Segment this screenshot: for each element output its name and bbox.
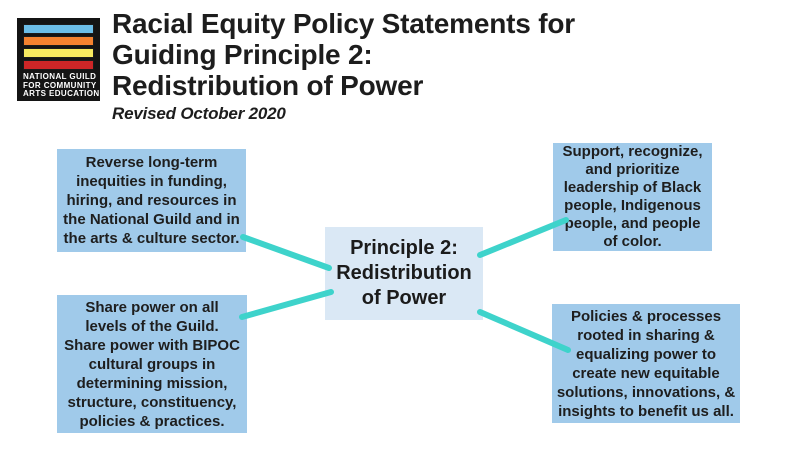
policy-node-top-right: Support, recognize, and prioritize leade… (553, 143, 712, 251)
page-title: Racial Equity Policy Statements for Guid… (112, 8, 575, 101)
header: Racial Equity Policy Statements for Guid… (112, 8, 575, 124)
policy-node-bottom-left: Share power on all levels of the Guild. … (57, 295, 247, 433)
policy-node-top-left: Reverse long-term inequities in funding,… (57, 149, 246, 252)
national-guild-logo: NATIONAL GUILD FOR COMMUNITY ARTS EDUCAT… (17, 18, 100, 101)
logo-text-line-1: NATIONAL GUILD (23, 72, 97, 81)
logo-stripe-orange-icon (23, 36, 94, 46)
logo-text-line-3: ARTS EDUCATION (23, 89, 100, 98)
logo-stripe-yellow-icon (23, 48, 94, 58)
connector-bottom-left (239, 289, 334, 320)
logo-stripe-blue-icon (23, 24, 94, 34)
connector-top-left (240, 234, 332, 271)
principle-center-node: Principle 2: Redistribution of Power (325, 227, 483, 320)
logo-text-line-2: FOR COMMUNITY (23, 80, 97, 90)
revision-date: Revised October 2020 (112, 104, 286, 123)
policy-node-bottom-right: Policies & processes rooted in sharing &… (552, 304, 740, 423)
logo-stripe-red-icon (23, 60, 94, 70)
